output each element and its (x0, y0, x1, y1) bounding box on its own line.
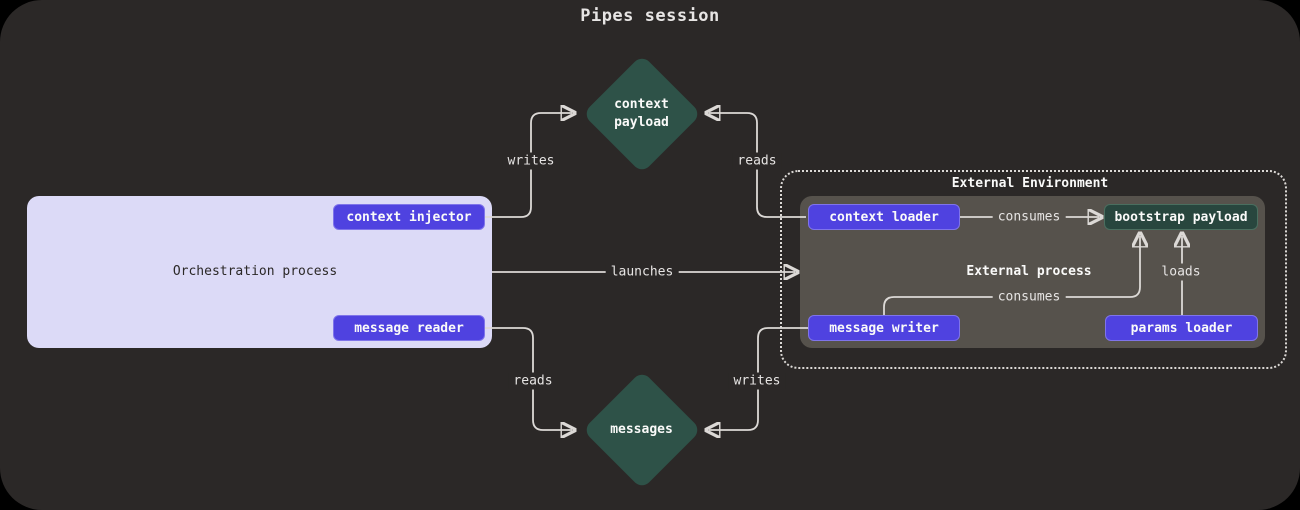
params-loader-node: params loader (1105, 315, 1258, 341)
edge-label-consumes-bottom: consumes (992, 288, 1066, 306)
context-payload-node: context payload (582, 54, 701, 173)
edge-label-writes-top: writes (502, 152, 560, 170)
message-reader-node: message reader (333, 315, 485, 341)
message-writer-node: message writer (808, 315, 960, 341)
external-environment-box (780, 170, 1287, 369)
bootstrap-payload-node: bootstrap payload (1104, 204, 1258, 230)
context-payload-label: context payload (614, 96, 669, 130)
edge-label-reads-bottom: reads (508, 372, 558, 390)
diagram-title: Pipes session (580, 6, 720, 26)
context-loader-node: context loader (808, 204, 960, 230)
external-environment-label: External Environment (951, 176, 1109, 191)
edge-label-reads-top: reads (732, 152, 782, 170)
messages-node: messages (582, 370, 701, 489)
edge-label-consumes-top: consumes (992, 208, 1066, 226)
context-injector-node: context injector (333, 204, 485, 230)
external-process-label: External process (966, 264, 1092, 279)
orchestration-process-label: Orchestration process (172, 264, 338, 279)
edge-label-loads: loads (1156, 263, 1206, 281)
messages-label: messages (610, 421, 673, 437)
edge-label-writes-bottom: writes (728, 372, 786, 390)
edge-label-launches: launches (605, 263, 679, 281)
